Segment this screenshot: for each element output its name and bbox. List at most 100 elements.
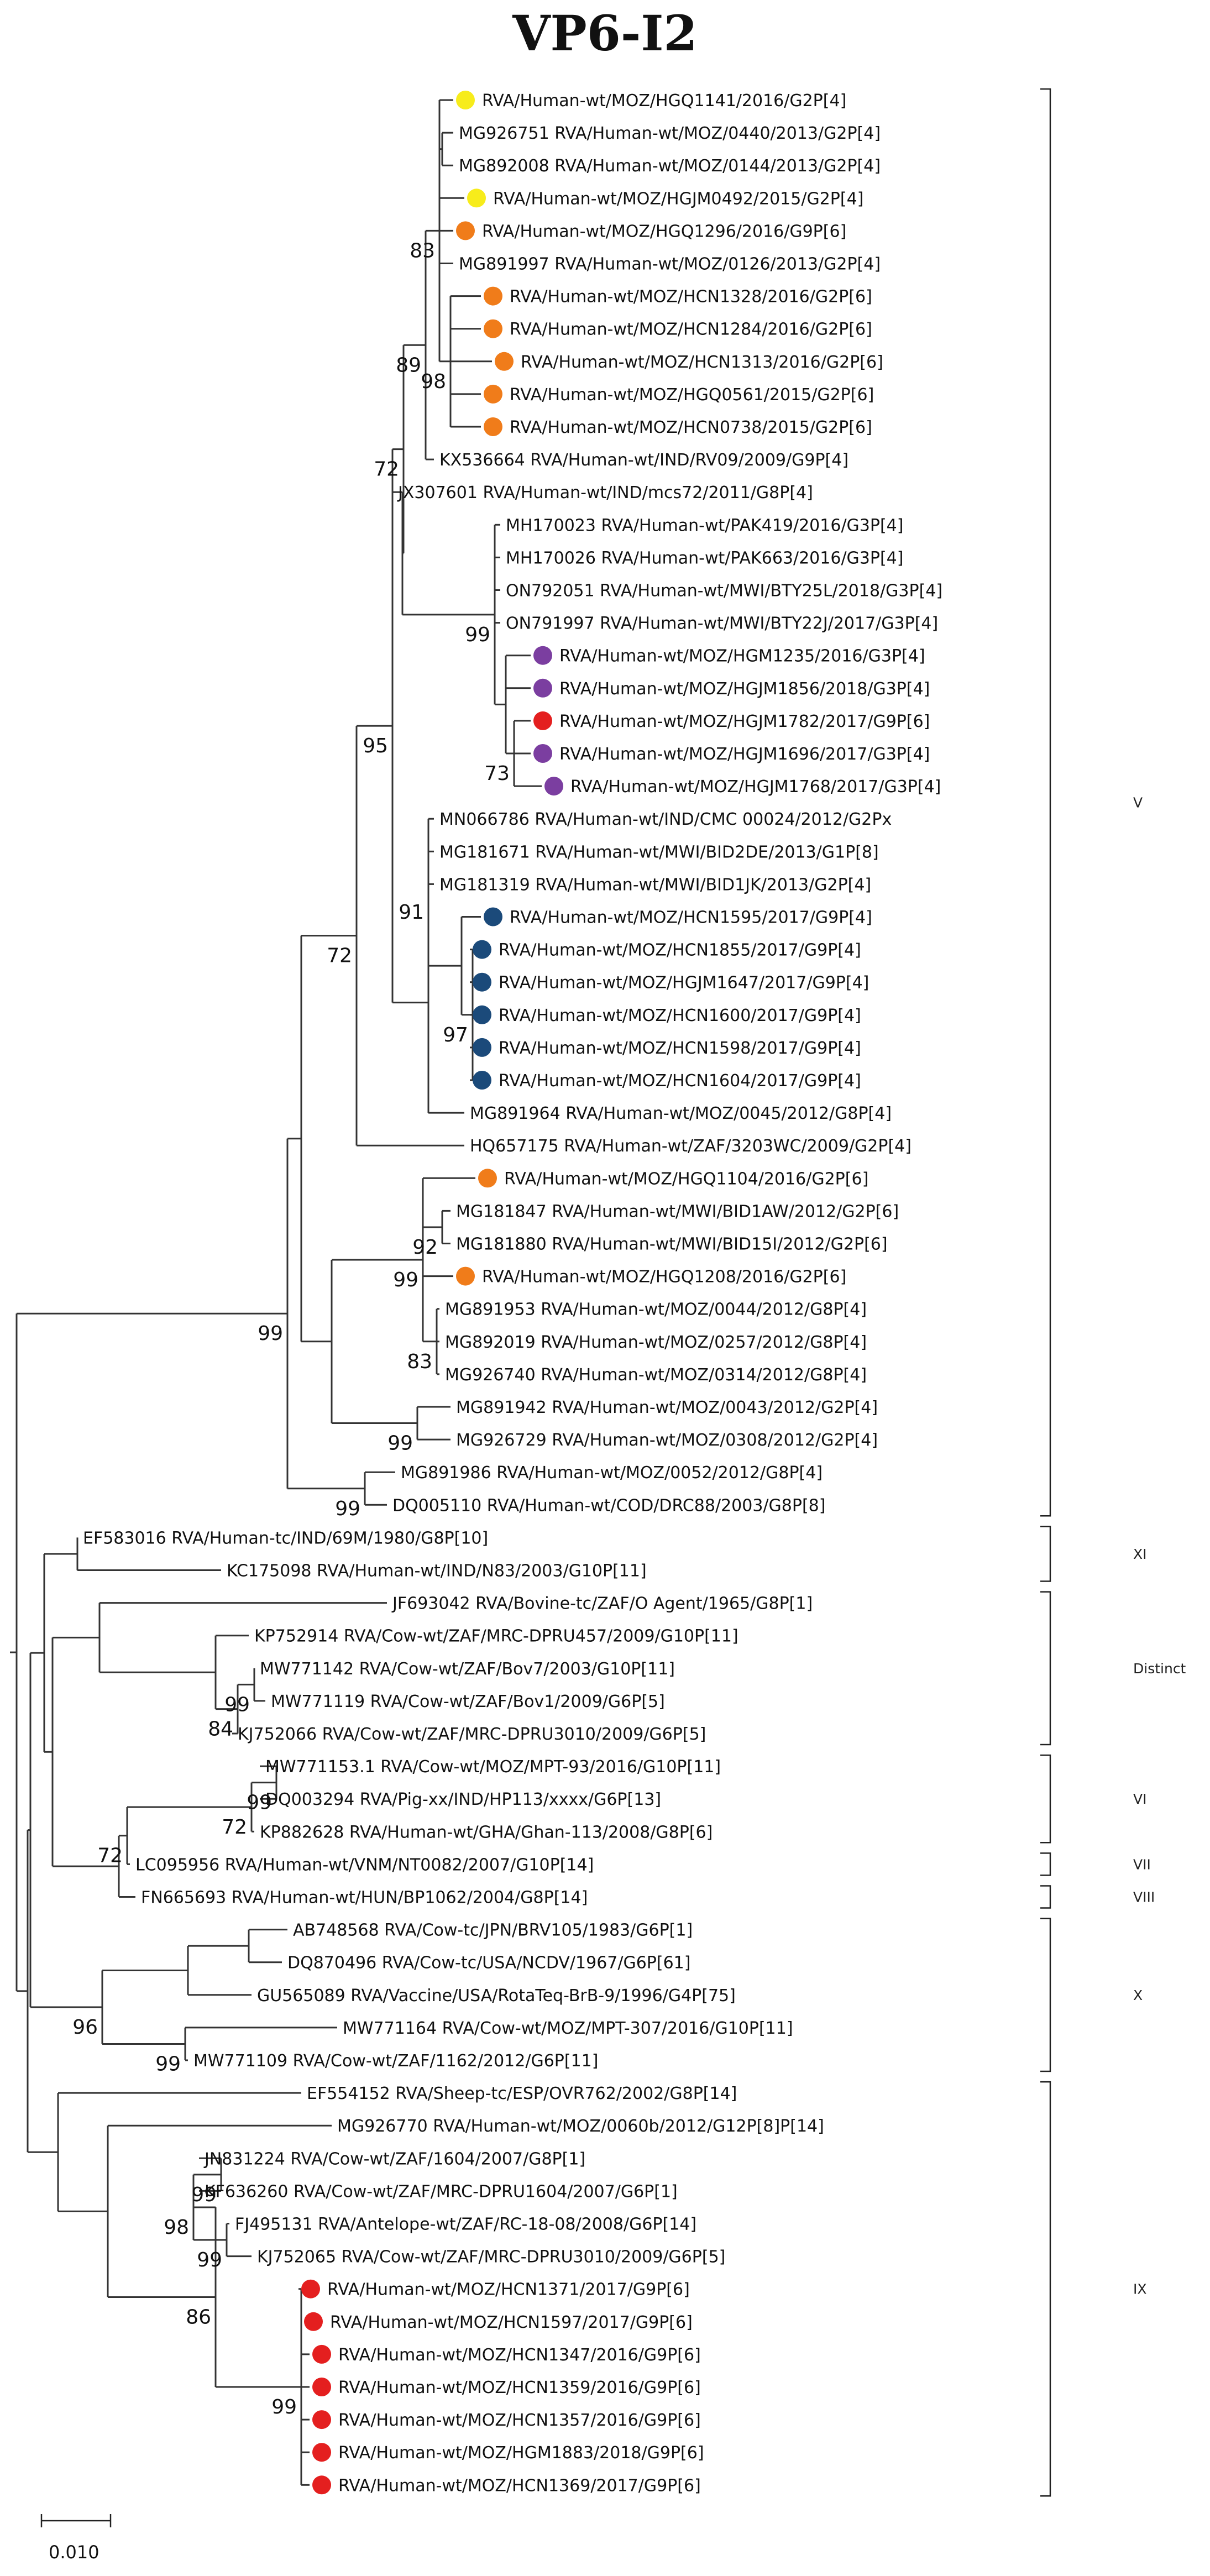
taxon-marker-dot xyxy=(456,1266,475,1286)
bootstrap-value: 86 xyxy=(186,2306,211,2328)
taxon-marker-dot xyxy=(484,907,502,926)
cluster-label: VII xyxy=(1133,1856,1151,1872)
cluster-label: X xyxy=(1133,1987,1143,2003)
bootstrap-value: 89 xyxy=(396,354,421,376)
taxon-label: RVA/Human-wt/MOZ/HCN1597/2017/G9P[6] xyxy=(330,2313,693,2332)
cluster-bracket xyxy=(1040,1885,1051,1909)
taxon-marker-dot xyxy=(473,1005,491,1024)
taxon-marker-dot xyxy=(312,2475,331,2495)
bootstrap-value: 84 xyxy=(208,1718,233,1741)
bootstrap-value: 72 xyxy=(97,1845,123,1867)
taxon-label: MG926751 RVA/Human-wt/MOZ/0440/2013/G2P[… xyxy=(459,124,881,143)
taxon-label: RVA/Human-wt/MOZ/HCN1313/2016/G2P[6] xyxy=(521,353,883,372)
cluster-label: IX xyxy=(1133,2281,1147,2297)
taxon-label: RVA/Human-wt/MOZ/HCN1598/2017/G9P[4] xyxy=(499,1039,861,1058)
bootstrap-value: 98 xyxy=(164,2216,189,2239)
taxon-label: RVA/Human-wt/MOZ/HGM1883/2018/G9P[6] xyxy=(338,2443,704,2463)
cluster-label: V xyxy=(1133,795,1143,811)
taxon-label: MG891986 RVA/Human-wt/MOZ/0052/2012/G8P[… xyxy=(401,1463,823,1483)
bootstrap-value: 99 xyxy=(387,1432,413,1455)
taxon-marker-dot xyxy=(478,1169,497,1188)
taxon-label: MG891964 RVA/Human-wt/MOZ/0045/2012/G8P[… xyxy=(470,1104,892,1123)
taxon-label: MG181847 RVA/Human-wt/MWI/BID1AW/2012/G2… xyxy=(456,1202,899,1221)
taxon-label: MN066786 RVA/Human-wt/IND/CMC 00024/2012… xyxy=(439,810,892,829)
bootstrap-value: 72 xyxy=(374,458,399,481)
taxon-label: KJ752065 RVA/Cow-wt/ZAF/MRC-DPRU3010/200… xyxy=(257,2248,725,2267)
bootstrap-value: 99 xyxy=(197,2249,222,2271)
bootstrap-value: 99 xyxy=(271,2396,297,2418)
taxon-label: RVA/Human-wt/MOZ/HGJM0492/2015/G2P[4] xyxy=(493,189,863,208)
taxon-marker-dot xyxy=(495,352,514,371)
taxon-label: DQ003294 RVA/Pig-xx/IND/HP113/xxxx/G6P[1… xyxy=(265,1790,661,1809)
taxon-label: MH170026 RVA/Human-wt/PAK663/2016/G3P[4] xyxy=(506,548,903,568)
taxon-marker-dot xyxy=(301,2279,320,2298)
cluster-label: VI xyxy=(1133,1791,1146,1807)
taxon-label: FJ495131 RVA/Antelope-wt/ZAF/RC-18-08/20… xyxy=(235,2215,696,2234)
bootstrap-value: 72 xyxy=(222,1816,247,1839)
cluster-bracket xyxy=(1040,1918,1051,2072)
taxon-label: MG891942 RVA/Human-wt/MOZ/0043/2012/G2P[… xyxy=(456,1398,878,1417)
bootstrap-value: 99 xyxy=(465,624,490,646)
taxon-label: KF636260 RVA/Cow-wt/ZAF/MRC-DPRU1604/200… xyxy=(205,2182,678,2201)
bootstrap-value: 83 xyxy=(410,239,435,262)
taxon-label: RVA/Human-wt/MOZ/HCN1371/2017/G9P[6] xyxy=(327,2280,690,2300)
taxon-label: RVA/Human-wt/MOZ/HGQ1104/2016/G2P[6] xyxy=(504,1169,868,1188)
taxon-label: MW771109 RVA/Cow-wt/ZAF/1162/2012/G6P[11… xyxy=(193,2051,598,2071)
taxon-label: MG926770 RVA/Human-wt/MOZ/0060b/2012/G12… xyxy=(337,2117,824,2136)
taxon-label: EF554152 RVA/Sheep-tc/ESP/OVR762/2002/G8… xyxy=(307,2084,737,2103)
cluster-bracket xyxy=(1040,1591,1051,1746)
taxon-label: MW771142 RVA/Cow-wt/ZAF/Bov7/2003/G10P[1… xyxy=(260,1659,675,1679)
taxon-marker-dot xyxy=(533,744,552,763)
taxon-label: RVA/Human-wt/MOZ/HGJM1782/2017/G9P[6] xyxy=(559,712,930,731)
cluster-bracket xyxy=(1040,1526,1051,1582)
taxon-label: LC095956 RVA/Human-wt/VNM/NT0082/2007/G1… xyxy=(135,1855,594,1875)
figure-title: VP6-I2 xyxy=(512,4,698,62)
taxon-marker-dot xyxy=(456,91,475,109)
taxon-label: MG926729 RVA/Human-wt/MOZ/0308/2012/G2P[… xyxy=(456,1431,878,1450)
taxon-label: KP882628 RVA/Human-wt/GHA/Ghan-113/2008/… xyxy=(260,1823,713,1842)
taxon-label: MG891953 RVA/Human-wt/MOZ/0044/2012/G8P[… xyxy=(445,1300,867,1320)
taxon-marker-dot xyxy=(484,286,502,306)
cluster-bracket xyxy=(1040,1852,1051,1876)
taxon-label: JF693042 RVA/Bovine-tc/ZAF/O Agent/1965/… xyxy=(391,1594,813,1614)
cluster-label: XI xyxy=(1133,1546,1147,1562)
taxon-marker-dot xyxy=(312,2378,331,2396)
taxon-label: DQ870496 RVA/Cow-tc/USA/NCDV/1967/G6P[61… xyxy=(287,1954,690,1973)
taxon-marker-dot xyxy=(473,940,491,959)
cluster-bracket xyxy=(1040,1754,1051,1844)
taxon-label: RVA/Human-wt/MOZ/HCN1284/2016/G2P[6] xyxy=(510,320,872,339)
taxon-label: RVA/Human-wt/MOZ/HCN0738/2015/G2P[6] xyxy=(510,418,872,437)
taxon-label: MW771119 RVA/Cow-wt/ZAF/Bov1/2009/G6P[5] xyxy=(271,1692,665,1711)
taxon-marker-dot xyxy=(473,1038,491,1057)
bootstrap-value: 99 xyxy=(191,2184,217,2206)
taxon-label: RVA/Human-wt/MOZ/HGQ0561/2015/G2P[6] xyxy=(510,385,874,405)
taxon-label: MG181671 RVA/Human-wt/MWI/BID2DE/2013/G1… xyxy=(439,842,879,862)
bootstrap-value: 99 xyxy=(393,1269,418,1291)
taxon-label: RVA/Human-wt/MOZ/HCN1357/2016/G9P[6] xyxy=(338,2411,701,2430)
taxon-marker-dot xyxy=(533,678,552,698)
taxon-label: JN831224 RVA/Cow-wt/ZAF/1604/2007/G8P[1] xyxy=(203,2149,585,2169)
taxon-label: KJ752066 RVA/Cow-wt/ZAF/MRC-DPRU3010/200… xyxy=(238,1725,706,1744)
bootstrap-value: 99 xyxy=(258,1322,283,1345)
taxon-label: AB748568 RVA/Cow-tc/JPN/BRV105/1983/G6P[… xyxy=(293,1921,693,1940)
taxon-marker-dot xyxy=(467,189,486,208)
taxon-label: RVA/Human-wt/MOZ/HGQ1141/2016/G2P[4] xyxy=(482,91,846,111)
taxon-marker-dot xyxy=(312,2443,331,2462)
taxon-label: MG181880 RVA/Human-wt/MWI/BID15I/2012/G2… xyxy=(456,1235,888,1254)
taxon-label: MG892019 RVA/Human-wt/MOZ/0257/2012/G8P[… xyxy=(445,1333,867,1352)
taxon-marker-dot xyxy=(312,2410,331,2430)
taxon-marker-dot xyxy=(473,972,491,992)
cluster-bracket xyxy=(1040,88,1051,1517)
bootstrap-value: 92 xyxy=(412,1236,438,1259)
taxon-label: MH170023 RVA/Human-wt/PAK419/2016/G3P[4] xyxy=(506,516,903,535)
taxon-label: RVA/Human-wt/MOZ/HGJM1856/2018/G3P[4] xyxy=(559,679,930,699)
taxon-marker-dot xyxy=(484,417,502,436)
bootstrap-value: 99 xyxy=(247,1792,272,1814)
taxon-label: JX307601 RVA/Human-wt/IND/mcs72/2011/G8P… xyxy=(397,483,813,502)
taxon-label: MW771164 RVA/Cow-wt/MOZ/MPT-307/2016/G10… xyxy=(343,2019,793,2038)
taxon-label: RVA/Human-wt/MOZ/HCN1328/2016/G2P[6] xyxy=(510,287,872,307)
taxon-label: ON791997 RVA/Human-wt/MWI/BTY22J/2017/G3… xyxy=(506,614,938,633)
bootstrap-value: 98 xyxy=(421,370,446,393)
cluster-bracket xyxy=(1040,2081,1051,2497)
